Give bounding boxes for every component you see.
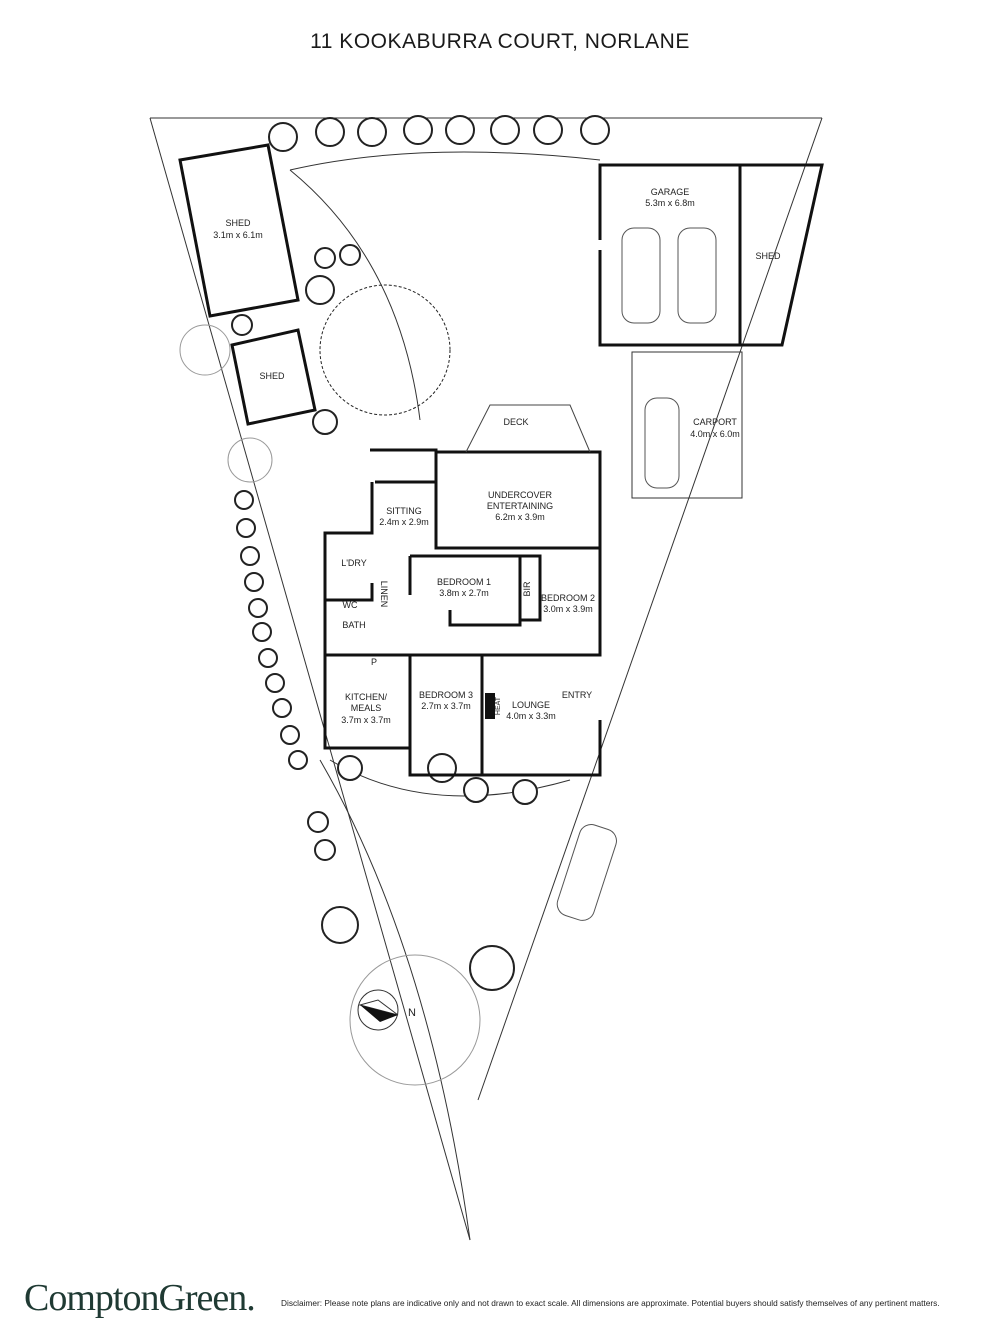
compass-real: N xyxy=(357,989,416,1031)
bedroom1-size: 3.8m x 2.7m xyxy=(439,588,489,598)
shrub xyxy=(314,839,336,861)
shrub xyxy=(445,115,475,145)
shrub xyxy=(314,247,336,269)
shrub xyxy=(234,490,254,510)
bedroom3-label: BEDROOM 3 xyxy=(419,690,473,700)
shrub xyxy=(312,409,338,435)
garage-label: GARAGE xyxy=(651,187,690,197)
bath-label: BATH xyxy=(342,620,365,630)
shrub xyxy=(339,244,361,266)
shed-large-label: SHED xyxy=(225,218,251,228)
shrub xyxy=(357,117,387,147)
wc-label: WC xyxy=(343,600,358,610)
heater xyxy=(485,693,495,719)
undercover-label-2: ENTERTAINING xyxy=(487,501,553,511)
shrub xyxy=(463,777,489,803)
bedroom2-size: 3.0m x 3.9m xyxy=(543,604,593,614)
kitchen-size: 3.7m x 3.7m xyxy=(341,715,391,725)
heat-label: HEAT xyxy=(495,696,502,715)
shrub xyxy=(288,750,308,770)
lot-boundary xyxy=(149,117,823,1241)
shrub xyxy=(248,598,268,618)
plan-title: 11 KOOKABURRA COURT, NORLANE xyxy=(310,30,690,53)
shrub xyxy=(321,906,359,944)
shrub xyxy=(427,753,457,783)
sitting-size: 2.4m x 2.9m xyxy=(379,517,429,527)
carport-size: 4.0m x 6.0m xyxy=(690,429,740,439)
shrub xyxy=(240,546,260,566)
shrub xyxy=(490,115,520,145)
laundry-label: L'DRY xyxy=(341,558,367,568)
room-labels: GARAGE 5.3m x 6.8m SHED SHED 3.1m x 6.1m… xyxy=(213,187,781,725)
linen-label: LINEN xyxy=(379,581,389,608)
carport-label: CARPORT xyxy=(693,417,737,427)
shrub xyxy=(252,622,272,642)
shrub xyxy=(244,572,264,592)
shrub xyxy=(231,314,253,336)
lounge-size: 4.0m x 3.3m xyxy=(506,711,556,721)
compass-n: N xyxy=(408,1007,416,1019)
kitchen-label-1: KITCHEN/ xyxy=(345,692,388,702)
shrub xyxy=(258,648,278,668)
deck-label: DECK xyxy=(503,417,528,427)
walls xyxy=(178,143,824,777)
sitting-label: SITTING xyxy=(386,506,422,516)
shed-small-outline xyxy=(230,328,317,426)
shrub xyxy=(265,673,285,693)
shrub xyxy=(305,275,335,305)
large-trees xyxy=(179,284,481,1086)
brand-logo: ComptonGreen. xyxy=(24,1277,256,1319)
bir-label: BIR xyxy=(522,581,532,597)
bedroom1-label: BEDROOM 1 xyxy=(437,577,491,587)
kitchen-label-2: MEALS xyxy=(351,703,382,713)
shed-large-outline xyxy=(178,143,300,318)
shrub xyxy=(315,117,345,147)
shrub xyxy=(469,945,515,991)
trees xyxy=(231,115,610,991)
garage-shed-label: SHED xyxy=(755,251,781,261)
lounge-label: LOUNGE xyxy=(512,700,550,710)
shrub xyxy=(403,115,433,145)
shrub xyxy=(533,115,563,145)
undercover-label-1: UNDERCOVER xyxy=(488,490,553,500)
undercover-size: 6.2m x 3.9m xyxy=(495,512,545,522)
entry-label: ENTRY xyxy=(562,690,592,700)
cars xyxy=(556,227,717,921)
disclaimer: Disclaimer: Please note plans are indica… xyxy=(281,1298,940,1308)
pantry-label: P xyxy=(371,657,377,667)
shrub xyxy=(268,122,298,152)
shrub xyxy=(512,779,538,805)
shrub xyxy=(580,115,610,145)
bedroom3-size: 2.7m x 3.7m xyxy=(421,701,471,711)
shrub xyxy=(280,725,300,745)
shed-large-size: 3.1m x 6.1m xyxy=(213,230,263,240)
shrub xyxy=(307,811,329,833)
shed-small-label: SHED xyxy=(259,371,285,381)
shrub xyxy=(236,518,256,538)
garage-size: 5.3m x 6.8m xyxy=(645,198,695,208)
shrub xyxy=(337,755,363,781)
bedroom2-label: BEDROOM 2 xyxy=(541,593,595,603)
shrub xyxy=(272,698,292,718)
deck-outline xyxy=(465,404,591,453)
